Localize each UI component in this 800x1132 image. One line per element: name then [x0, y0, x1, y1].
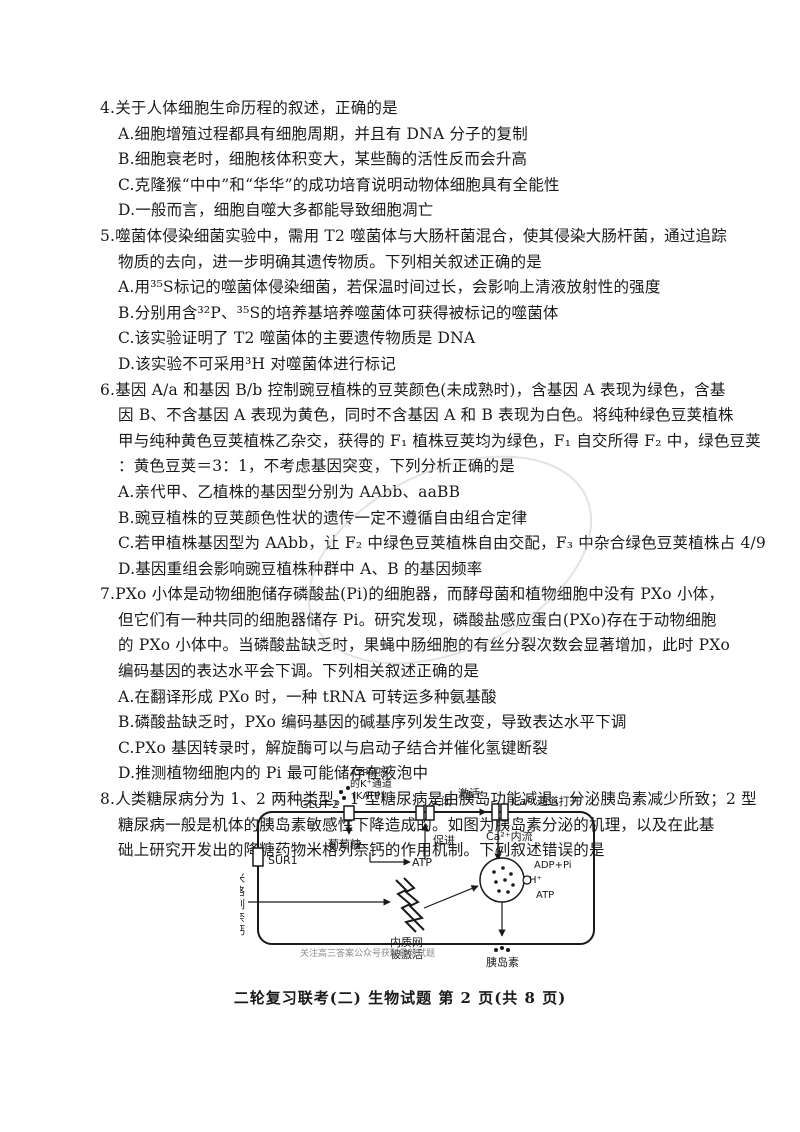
er-icon — [403, 877, 425, 931]
q8-stem-line-2: 糖尿病一般是机体的胰岛素敏感性下降造成的。如图为胰岛素分泌的机理，以及在此基 — [118, 815, 715, 834]
er-to-vesicle-arrow — [423, 885, 479, 909]
drug-char: 格 — [240, 884, 245, 898]
q7-stem-line-2: 但它们有一种共同的细胞器储存 Pi。研究发现，磷酸盐感应蛋白(PXo)存在于动物… — [118, 610, 717, 629]
activate-label: 激活 — [458, 786, 480, 800]
insulin-dot-icon — [500, 946, 504, 950]
watermark-small-text: 关注高三答案公众号获取最新试题 — [300, 947, 435, 959]
q5-option-b: B.分别用含³²P、³⁵S的培养基培养噬菌体可获得被标记的噬菌体 — [118, 303, 559, 322]
q6-option-b: B.豌豆植株的豆荚颜色性状的遗传一定不遵循自由组合定律 — [118, 508, 528, 527]
atp-right-label: ATP — [536, 890, 554, 901]
vesicle-dot-icon — [503, 878, 507, 882]
katp-channel-icon — [425, 805, 435, 821]
q5-option-a: A.用³⁵S标记的噬菌体侵染细菌，若保温时间过长，会影响上清液放射性的强度 — [118, 278, 661, 297]
q4-stem: 4.关于人体细胞生命历程的叙述，正确的是 — [100, 99, 398, 117]
katp-label-line-2: 的K⁺通道 — [350, 777, 392, 790]
er-icon — [395, 879, 417, 933]
q6-stem-line-1: 6.基因 A/a 和基因 B/b 控制豌豆植株的豆荚颜色(未成熟时)，含基因 A… — [100, 380, 726, 399]
q6-stem-line-2: 因 B、不含基因 A 表现为黄色，同时不含基因 A 和 B 表现为白色。将纯种绿… — [118, 406, 734, 425]
katp-label-line-1: ATP敏感 — [350, 768, 388, 779]
q7-stem-line-1: 7.PXo 小体是动物细胞储存磷酸盐(Pi)的细胞器，而酵母菌和植物细胞中没有 … — [100, 585, 725, 604]
proton-pump-icon — [522, 875, 532, 885]
drug-char: 米 — [240, 872, 245, 885]
q4-option-b: B.细胞衰老时，细胞核体积变大，某些酶的活性反而会升高 — [118, 150, 528, 169]
close-label: 关闭 — [430, 794, 452, 808]
glucose-dot-icon — [342, 796, 346, 800]
plus-sign: + — [494, 845, 505, 860]
er-label-line-1: 内质网 — [390, 935, 423, 949]
ca-influx-label: Ca²⁺内流 — [486, 829, 533, 843]
q5-stem-line-1: 5.噬菌体侵染细菌实验中，需用 T2 噬菌体与大肠杆菌混合，使其侵染大肠杆菌，通… — [100, 226, 727, 245]
q5-option-d: D.该实验不可采用³H 对噬菌体进行标记 — [118, 354, 396, 373]
q4-option-a: A.细胞增殖过程都具有细胞周期，并且有 DNA 分子的复制 — [118, 124, 528, 143]
adp-pi-label: ADP+Pi — [534, 860, 572, 871]
drug-char: 列 — [240, 897, 245, 911]
insulin-dot-icon — [494, 948, 498, 952]
vesicle-dot-icon — [506, 890, 510, 894]
q7-option-c: C.PXo 基因转录时，解旋酶可以与启动子结合并催化氢键断裂 — [118, 738, 548, 757]
q6-option-a: A.亲代甲、乙植株的基因型分别为 AAbb、aaBB — [118, 482, 461, 501]
q4-option-c: C.克隆猴“中中”和“华华”的成功培育说明动物体细胞具有全能性 — [118, 175, 560, 194]
glut2-icon — [343, 805, 355, 821]
glut2-label: GLUT-2 — [300, 798, 339, 811]
ca-channel-open-label: Ca²⁺通道打开 — [512, 794, 581, 808]
q8-stem-line-1: 8.人类糖尿病分为 1、2 两种类型。1 型糖尿病是由胰岛功能减退、分泌胰岛素减… — [100, 790, 757, 809]
q8-stem-line-3: 础上研究开发出的降糖药物米格列奈钙的作用机制。下列叙述错误的是 — [118, 841, 605, 860]
atp-left-label: ATP — [412, 856, 432, 869]
q7-option-a: A.在翻译形成 PXo 时，一种 tRNA 可转运多种氨基酸 — [118, 687, 497, 706]
glucose-label: 葡萄糖 — [328, 837, 361, 851]
insulin-label: 胰岛素 — [486, 955, 519, 968]
sur1-label: SUR1 — [268, 854, 298, 867]
q7-stem-line-4: 编码基因的表达水平会下调。下列相关叙述正确的是 — [118, 662, 480, 681]
vesicle-dot-icon — [511, 883, 515, 887]
drug-char: 钙 — [240, 923, 245, 937]
q7-option-d: D.推测植物细胞内的 Pi 最可能储存在液泡中 — [118, 764, 429, 783]
er-label-line-2: 被激活 — [390, 947, 423, 961]
h-plus-label: H⁺ — [529, 875, 542, 886]
katp-channel-icon — [415, 805, 425, 821]
q5-option-c: C.该实验证明了 T2 噬菌体的主要遗传物质是 DNA — [118, 329, 476, 348]
ca-channel-icon — [500, 803, 509, 821]
q6-stem-line-4: ：黄色豆荚＝3：1，不考虑基因突变，下列分析正确的是 — [118, 457, 515, 476]
ca-channel-icon — [491, 803, 500, 821]
q6-option-d: D.基因重组会影响豌豆植株种群中 A、B 的基因频率 — [118, 559, 483, 578]
vesicle-dot-icon — [497, 889, 501, 893]
vesicle-dot-icon — [494, 880, 498, 884]
vesicle-dot-icon — [501, 866, 505, 870]
diagram-svg: GLUT-2 ATP敏感 的K⁺通道 (KATP) 关闭 激活 Ca²⁺通道打开… — [234, 766, 595, 969]
q6-stem-line-3: 甲与纯种黄色豆荚植株乙杂交，获得的 F₁ 植株豆荚均为绿色，F₁ 自交所得 F₂… — [118, 431, 761, 450]
insulin-secretion-diagram: GLUT-2 ATP敏感 的K⁺通道 (KATP) 关闭 激活 Ca²⁺通道打开… — [234, 766, 610, 969]
question-list: 4.关于人体细胞生命历程的叙述，正确的是 A.细胞增殖过程都具有细胞周期，并且有… — [100, 96, 766, 864]
page-footer: 二轮复习联考(二) 生物试题 第 2 页(共 8 页) — [233, 989, 567, 1007]
q7-option-b: B.磷酸盐缺乏时，PXo 编码基因的碱基序列发生改变，导致表达水平下调 — [118, 713, 627, 732]
glucose-dot-icon — [346, 786, 350, 790]
sur1-receptor-icon — [252, 847, 264, 867]
cell-membrane — [257, 811, 595, 945]
promote-label: 促进 — [433, 833, 455, 847]
q6-option-c: C.若甲植株基因型为 AAbb，让 F₂ 中绿色豆荚植株自由交配，F₃ 中杂合绿… — [118, 534, 766, 553]
q5-stem-line-2: 物质的去向，进一步明确其遗传物质。下列相关叙述正确的是 — [118, 252, 542, 271]
vesicle-cluster-icon — [479, 857, 525, 903]
q4-option-d: D.一般而言，细胞自噬大多都能导致细胞凋亡 — [118, 201, 434, 220]
glucose-dot-icon — [339, 790, 343, 794]
insulin-dot-icon — [506, 948, 510, 952]
drug-char: 奈 — [240, 910, 245, 924]
drug-label: 米 格 列 奈 钙 — [240, 872, 249, 937]
q7-stem-line-3: 的 PXo 小体中。当磷酸盐缺乏时，果蝇中肠细胞的有丝分裂次数会显著增加，此时 … — [118, 636, 730, 655]
vesicle-dot-icon — [492, 870, 496, 874]
katp-label-line-3: (KATP) — [352, 791, 384, 802]
vesicle-dot-icon — [509, 872, 513, 876]
